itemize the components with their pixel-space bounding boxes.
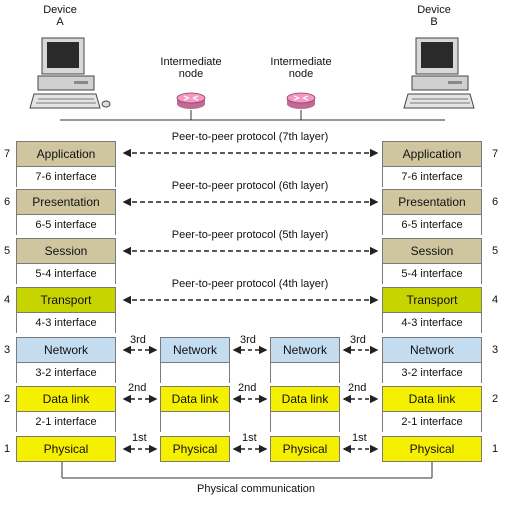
protocol-label-7: Peer-to-peer protocol (7th layer) <box>171 131 329 143</box>
layer-transport-b: Transport <box>382 287 482 313</box>
hop-label-1st-3: 1st <box>352 432 367 444</box>
node2-physical: Physical <box>270 436 340 462</box>
interface-7-6-a: 7-6 interface <box>16 167 116 187</box>
node1-datalink: Data link <box>160 386 230 412</box>
layer-number: 7 <box>491 148 499 160</box>
interface-2-1-a: 2-1 interface <box>16 412 116 432</box>
layer-physical-b: Physical <box>382 436 482 462</box>
layer-number: 6 <box>3 196 11 208</box>
layer-number: 4 <box>491 294 499 306</box>
node1-gap-3-2 <box>160 363 230 383</box>
hop-label-3rd-2: 3rd <box>240 334 256 346</box>
node2-gap-2-1 <box>270 412 340 432</box>
interface-5-4-b: 5-4 interface <box>382 264 482 284</box>
layer-number: 2 <box>491 393 499 405</box>
interface-3-2-b: 3-2 interface <box>382 363 482 383</box>
physical-communication-label: Physical communication <box>197 483 315 495</box>
hop-label-2nd-1: 2nd <box>128 382 147 394</box>
hop-label-2nd-2: 2nd <box>238 382 257 394</box>
node2-datalink: Data link <box>270 386 340 412</box>
interface-5-4-a: 5-4 interface <box>16 264 116 284</box>
node1-gap-2-1 <box>160 412 230 432</box>
node1-network: Network <box>160 337 230 363</box>
layer-physical-a: Physical <box>16 436 116 462</box>
layer-number: 1 <box>3 443 11 455</box>
layer-presentation-a: Presentation <box>16 189 116 215</box>
node2-gap-3-2 <box>270 363 340 383</box>
hop-label-2nd-3: 2nd <box>348 382 367 394</box>
interface-6-5-b: 6-5 interface <box>382 215 482 235</box>
layer-application-b: Application <box>382 141 482 167</box>
hop-label-3rd-3: 3rd <box>350 334 366 346</box>
hop-label-1st-1: 1st <box>132 432 147 444</box>
protocol-label-5: Peer-to-peer protocol (5th layer) <box>171 229 329 241</box>
layer-number: 5 <box>491 245 499 257</box>
layer-transport-a: Transport <box>16 287 116 313</box>
layer-number: 6 <box>491 196 499 208</box>
layer-number: 2 <box>3 393 11 405</box>
layer-network-b: Network <box>382 337 482 363</box>
layer-number: 3 <box>491 344 499 356</box>
layer-number: 7 <box>3 148 11 160</box>
protocol-label-4: Peer-to-peer protocol (4th layer) <box>171 278 329 290</box>
interface-6-5-a: 6-5 interface <box>16 215 116 235</box>
layer-number: 1 <box>491 443 499 455</box>
hop-label-1st-2: 1st <box>242 432 257 444</box>
layer-session-b: Session <box>382 238 482 264</box>
layer-session-a: Session <box>16 238 116 264</box>
node1-physical: Physical <box>160 436 230 462</box>
layer-datalink-a: Data link <box>16 386 116 412</box>
layer-number: 3 <box>3 344 11 356</box>
layer-network-a: Network <box>16 337 116 363</box>
interface-4-3-b: 4-3 interface <box>382 313 482 333</box>
layer-application-a: Application <box>16 141 116 167</box>
hop-label-3rd-1: 3rd <box>130 334 146 346</box>
protocol-label-6: Peer-to-peer protocol (6th layer) <box>171 180 329 192</box>
layer-datalink-b: Data link <box>382 386 482 412</box>
interface-2-1-b: 2-1 interface <box>382 412 482 432</box>
interface-4-3-a: 4-3 interface <box>16 313 116 333</box>
interface-3-2-a: 3-2 interface <box>16 363 116 383</box>
node2-network: Network <box>270 337 340 363</box>
layer-number: 5 <box>3 245 11 257</box>
layer-presentation-b: Presentation <box>382 189 482 215</box>
layer-number: 4 <box>3 294 11 306</box>
interface-7-6-b: 7-6 interface <box>382 167 482 187</box>
